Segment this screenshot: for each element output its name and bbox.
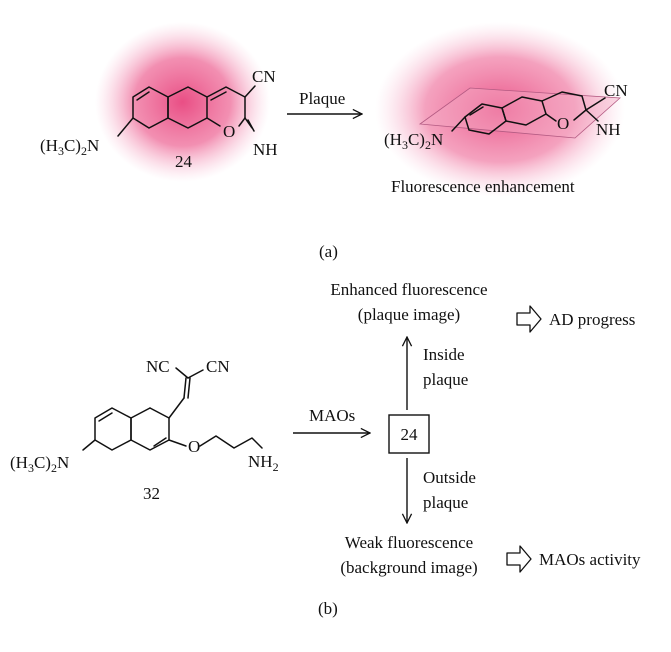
nitrile-label-a: CN bbox=[252, 67, 276, 86]
ring-oxygen-label-a: O bbox=[223, 122, 235, 141]
compound-24-box bbox=[388, 414, 430, 454]
molecule-32 bbox=[82, 367, 263, 451]
caption-a: (a) bbox=[319, 242, 338, 261]
glow-left bbox=[95, 22, 270, 182]
terminal-amine-label: NH2 bbox=[248, 452, 279, 474]
cn-label-b: CN bbox=[206, 357, 230, 376]
plaque-plane bbox=[418, 87, 621, 139]
molecule-24-left bbox=[117, 85, 256, 137]
enhanced-fluorescence-line2: (plaque image) bbox=[358, 305, 460, 324]
maos-label: MAOs bbox=[309, 406, 355, 425]
nitrile-label-a2: CN bbox=[604, 81, 628, 100]
glow-right bbox=[375, 22, 625, 197]
outside-label-line1: Outside bbox=[423, 468, 476, 487]
inside-label-line2: plaque bbox=[423, 370, 468, 389]
maos-activity-label: MAOs activity bbox=[539, 550, 641, 569]
compound-label-24: 24 bbox=[175, 152, 193, 171]
hollow-arrow-icon-bottom bbox=[506, 545, 532, 573]
inside-label-line1: Inside bbox=[423, 345, 465, 364]
caption-b: (b) bbox=[318, 599, 338, 618]
weak-fluorescence-line1: Weak fluorescence bbox=[345, 533, 473, 552]
compound-label-32: 32 bbox=[143, 484, 160, 503]
hollow-arrow-icon-top bbox=[516, 305, 542, 333]
panel-b: NC CN O NH2 (H3C)2N 32 MAOs 24 Inside pl… bbox=[10, 280, 641, 618]
enhanced-fluorescence-line1: Enhanced fluorescence bbox=[330, 280, 487, 299]
imine-label-a2: NH bbox=[596, 120, 621, 139]
ad-progress-label: AD progress bbox=[549, 310, 635, 329]
nc-label: NC bbox=[146, 357, 170, 376]
outside-label-line2: plaque bbox=[423, 493, 468, 512]
weak-fluorescence-line2: (background image) bbox=[340, 558, 477, 577]
dimethylamino-label-a2: (H3C)2N bbox=[384, 130, 443, 152]
dimethylamino-label-a: (H3C)2N bbox=[40, 136, 99, 158]
imine-label-a: NH bbox=[253, 140, 278, 159]
box-label-24: 24 bbox=[401, 425, 419, 444]
panel-a: CN O NH 24 (H3C)2N Plaque CN O NH (H3C)2… bbox=[40, 22, 628, 261]
ether-oxygen-label: O bbox=[188, 437, 200, 456]
fluorescence-enhancement-label: Fluorescence enhancement bbox=[391, 177, 575, 196]
molecule-24-bound bbox=[418, 87, 621, 139]
plaque-label: Plaque bbox=[299, 89, 345, 108]
ring-oxygen-label-a2: O bbox=[557, 114, 569, 133]
dimethylamino-label-b: (H3C)2N bbox=[10, 453, 69, 475]
